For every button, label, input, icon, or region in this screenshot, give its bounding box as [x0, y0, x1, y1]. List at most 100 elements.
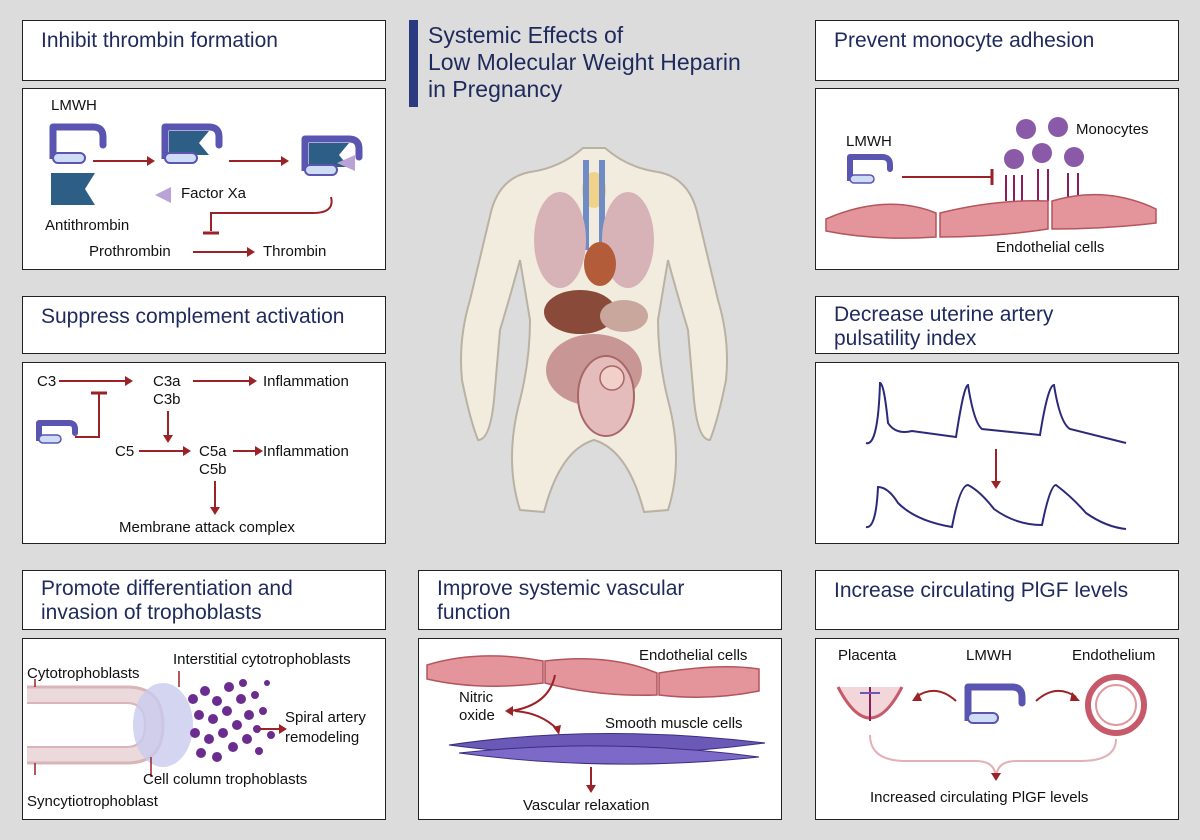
- vascular-relaxation-label: Vascular relaxation: [523, 797, 650, 814]
- liver-icon: [544, 290, 616, 334]
- cytotrophoblasts-label: Cytotrophoblasts: [27, 665, 140, 682]
- monocyte-endothelial-cell-2-icon: [939, 200, 1049, 238]
- plgf-diagram: [836, 674, 1147, 781]
- monocyte-lmwh-icon: [847, 154, 893, 184]
- low-pi-waveform: [865, 483, 1127, 530]
- interstitial-cells-icon: [188, 679, 275, 762]
- uterine-title-box: Decrease uterine artery pulsatility inde…: [815, 296, 1179, 354]
- complement-panel: C3 C3a C3b Inflammation C5 C5a C5b Infla…: [22, 362, 386, 544]
- complement-title: Suppress complement activation: [41, 305, 345, 328]
- high-pi-waveform: [865, 381, 1127, 445]
- nitric-label: Nitric: [459, 689, 494, 706]
- main-title-line-3: in Pregnancy: [428, 76, 563, 102]
- adhesion-molecules-icon: [1005, 169, 1079, 201]
- uterine-diagram: [865, 381, 1127, 530]
- complement-title-box: Suppress complement activation: [22, 296, 386, 354]
- lmwh-molecule-icon: [49, 123, 107, 164]
- endothelial-cell-3-icon: [658, 666, 760, 698]
- inflammation-2-label: Inflammation: [263, 443, 349, 460]
- c3-label: C3: [37, 373, 57, 390]
- monocyte-title: Prevent monocyte adhesion: [834, 29, 1095, 52]
- main-title: Systemic Effects of Low Molecular Weight…: [428, 22, 741, 103]
- monocytes-label: Monocytes: [1076, 121, 1149, 138]
- female-body-icon: [460, 147, 728, 514]
- main-title-line-2: Low Molecular Weight Heparin: [428, 49, 741, 75]
- complement-diagram: [36, 376, 263, 515]
- c3a-label: C3a: [153, 373, 181, 390]
- increased-plgf-label: Increased circulating PlGF levels: [870, 789, 1089, 806]
- thrombin-title: Inhibit thrombin formation: [41, 29, 278, 52]
- vascular-diagram: [426, 655, 766, 793]
- uterine-panel: [815, 362, 1179, 544]
- vascular-title-line-2: function: [437, 601, 511, 624]
- monocyte-diagram: [825, 117, 1157, 239]
- c3b-label: C3b: [153, 391, 181, 408]
- spiral-artery-label: Spiral artery: [285, 709, 366, 726]
- monocyte-endothelial-cell-3-icon: [1051, 193, 1157, 230]
- plgf-panel: Placenta LMWH Endothelium Increased circ…: [815, 638, 1179, 820]
- stomach-icon: [600, 300, 648, 332]
- membrane-attack-complex-label: Membrane attack complex: [119, 519, 295, 536]
- uterus-fetus-icon: [577, 355, 635, 437]
- interstitial-label: Interstitial cytotrophoblasts: [173, 651, 351, 668]
- thrombin-diagram: [49, 123, 363, 257]
- c5b-label: C5b: [199, 461, 227, 478]
- monocytes-icon: [1004, 117, 1084, 169]
- cell-column-label: Cell column trophoblasts: [143, 771, 308, 788]
- plgf-title: Increase circulating PlGF levels: [834, 579, 1129, 602]
- c5-label: C5: [115, 443, 135, 460]
- main-title-line-1: Systemic Effects of: [428, 22, 624, 48]
- placenta-label: Placenta: [838, 647, 897, 664]
- trophoblast-title-line-1: Promote differentiation and: [41, 577, 293, 600]
- vascular-title-box: Improve systemic vascular function: [418, 570, 782, 630]
- inflammation-1-label: Inflammation: [263, 373, 349, 390]
- title-accent-bar: [409, 20, 418, 107]
- trophoblast-title-line-2: invasion of trophoblasts: [41, 601, 262, 624]
- endothelial-cell-1-icon: [426, 655, 544, 687]
- right-lung-icon: [602, 192, 654, 288]
- trophoblast-title-box: Promote differentiation and invasion of …: [22, 570, 386, 630]
- prothrombin-label: Prothrombin: [89, 243, 171, 260]
- plgf-lmwh-label: LMWH: [966, 647, 1012, 664]
- intestines-icon: [546, 334, 642, 406]
- thrombin-panel: LMWH Antithrombin Factor Xa Prothrombin …: [22, 88, 386, 270]
- endothelium-label: Endothelium: [1072, 647, 1156, 664]
- oxide-label: oxide: [459, 707, 495, 724]
- lmwh-antithrombin-complex-icon: [161, 123, 223, 164]
- inhibition-line: [210, 196, 333, 231]
- trachea-icon: [583, 160, 605, 250]
- thrombin-label: Thrombin: [263, 243, 327, 260]
- trophoblast-title: Promote differentiation and invasion of …: [23, 571, 385, 633]
- uterine-title-line-2: pulsatility index: [834, 327, 977, 350]
- vascular-title-line-1: Improve systemic vascular: [437, 577, 685, 600]
- lmwh-antithrombin-xa-complex-icon: [301, 135, 363, 176]
- vascular-title: Improve systemic vascular function: [419, 571, 781, 633]
- thyroid-icon: [582, 172, 606, 208]
- antithrombin-icon: [51, 173, 95, 205]
- uterine-title: Decrease uterine artery pulsatility inde…: [816, 297, 1178, 359]
- monocyte-lmwh-label: LMWH: [846, 133, 892, 150]
- antithrombin-label: Antithrombin: [45, 217, 130, 234]
- monocyte-panel: LMWH Monocytes Endothelial cells: [815, 88, 1179, 270]
- cell-column-icon: [133, 683, 193, 767]
- trophoblast-diagram: [27, 671, 287, 777]
- monocyte-endothelial-label: Endothelial cells: [996, 239, 1105, 256]
- uterine-title-line-1: Decrease uterine artery: [834, 303, 1054, 326]
- factor-xa-label: Factor Xa: [181, 185, 247, 202]
- vascular-panel: Endothelial cells Nitric oxide Smooth mu…: [418, 638, 782, 820]
- complement-lmwh-icon: [36, 420, 78, 444]
- plgf-title-box: Increase circulating PlGF levels: [815, 570, 1179, 630]
- monocyte-endothelial-cell-1-icon: [825, 203, 937, 239]
- monocyte-title-box: Prevent monocyte adhesion: [815, 20, 1179, 81]
- factor-xa-icon: [155, 187, 171, 203]
- thrombin-title-box: Inhibit thrombin formation: [22, 20, 386, 81]
- smooth-muscle-label: Smooth muscle cells: [605, 715, 743, 732]
- left-lung-icon: [534, 192, 586, 288]
- plgf-lmwh-icon: [964, 683, 1026, 724]
- trophoblast-panel: Cytotrophoblasts Interstitial cytotropho…: [22, 638, 386, 820]
- thrombin-lmwh-label: LMWH: [51, 97, 97, 114]
- c5a-label: C5a: [199, 443, 227, 460]
- vascular-endothelial-label: Endothelial cells: [639, 647, 748, 664]
- heart-icon: [584, 242, 616, 286]
- remodeling-label: remodeling: [285, 729, 360, 746]
